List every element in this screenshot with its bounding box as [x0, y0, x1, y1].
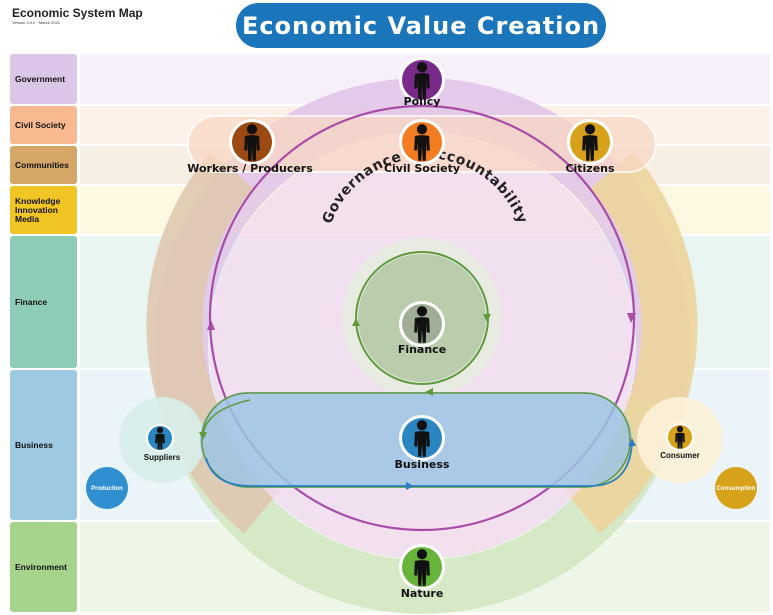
sector-label-communities[interactable]: Communities — [10, 146, 77, 184]
actor-finance[interactable] — [399, 301, 445, 347]
actor-civil-society-label: Civil Society — [384, 162, 460, 175]
actor-consumer-label: Consumer — [660, 451, 700, 460]
actor-business-label: Business — [395, 458, 450, 471]
actor-suppliers[interactable] — [146, 424, 174, 452]
sector-label-government[interactable]: Government — [10, 54, 77, 104]
sector-label-environment[interactable]: Environment — [10, 522, 77, 612]
governance-loop — [207, 104, 636, 532]
actor-business[interactable] — [399, 415, 445, 461]
actor-policy[interactable] — [399, 57, 445, 103]
actor-consumer[interactable] — [666, 423, 694, 451]
production-badge[interactable]: Production — [86, 467, 128, 509]
actor-finance-label: Finance — [398, 343, 446, 356]
actor-citizens[interactable] — [567, 119, 613, 165]
sector-label-business[interactable]: Business — [10, 370, 77, 520]
map-version: Version 4.0.0 · March 2021 — [12, 20, 61, 25]
actor-civil-society[interactable] — [399, 119, 445, 165]
sector-label-knowledge[interactable]: Knowledge Innovation Media — [10, 186, 77, 234]
main-title: Economic Value Creation — [236, 3, 606, 48]
actor-citizens-label: Citizens — [565, 162, 615, 175]
sector-label-finance[interactable]: Finance — [10, 236, 77, 368]
actor-policy-label: Policy — [404, 95, 441, 108]
sector-label-civil-society[interactable]: Civil Society — [10, 106, 77, 144]
actor-nature-label: Nature — [401, 587, 444, 600]
actor-workers[interactable] — [229, 119, 275, 165]
actor-workers-label: Workers / Producers — [187, 162, 313, 175]
actor-suppliers-label: Suppliers — [144, 453, 181, 462]
consumption-badge[interactable]: Consumption — [715, 467, 757, 509]
production-badge-label: Production — [91, 486, 123, 492]
actor-nature[interactable] — [399, 544, 445, 590]
map-title: Economic System Map — [12, 6, 143, 20]
consumption-badge-label: Consumption — [717, 486, 756, 492]
